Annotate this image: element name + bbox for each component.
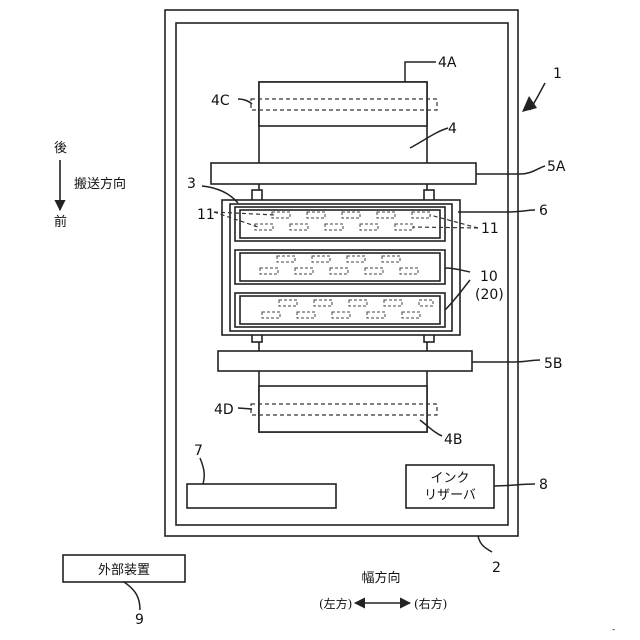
label-11-left: 11 <box>197 207 215 223</box>
direction-transport: 搬送方向 <box>74 176 126 192</box>
roller-upstream <box>211 163 476 184</box>
label-8: 8 <box>539 477 548 493</box>
direction-right: (右方) <box>414 596 447 611</box>
ink-reservoir-label-line2: リザーバ <box>424 488 476 503</box>
label-1: 1 <box>553 66 562 82</box>
label-11-right: 11 <box>481 221 499 237</box>
label-10: 10 <box>480 269 498 285</box>
label-9: 9 <box>135 612 144 628</box>
direction-width: 幅方向 <box>361 570 400 586</box>
label-4: 4 <box>448 121 457 137</box>
direction-back: 後 <box>54 141 67 156</box>
corner-mark: ‑ <box>612 625 615 635</box>
platen-upstream-block <box>259 82 427 126</box>
label-5A: 5A <box>547 159 566 175</box>
platen-downstream-block <box>259 386 427 432</box>
label-20: (20) <box>475 287 504 303</box>
label-6: 6 <box>539 203 548 219</box>
arrow-1-icon <box>522 96 537 112</box>
label-4C: 4C <box>211 93 230 109</box>
leader-9 <box>124 582 140 610</box>
label-7: 7 <box>194 443 203 459</box>
label-5B: 5B <box>544 356 563 372</box>
label-4D: 4D <box>214 402 234 418</box>
label-4A: 4A <box>438 55 457 71</box>
leader-4D <box>238 408 252 409</box>
direction-left: (左方) <box>319 596 352 611</box>
unit-7-box <box>187 484 336 508</box>
ink-reservoir-label-line1: インク <box>430 471 469 486</box>
leader-2 <box>478 536 492 552</box>
label-3: 3 <box>187 176 196 192</box>
head-unit-3-inner <box>240 296 440 324</box>
label-4B: 4B <box>444 432 463 448</box>
direction-front: 前 <box>54 214 67 230</box>
label-2: 2 <box>492 560 501 576</box>
roller-downstream <box>218 351 472 371</box>
external-device-label: 外部装置 <box>98 563 150 578</box>
head-unit-2-inner <box>240 253 440 281</box>
